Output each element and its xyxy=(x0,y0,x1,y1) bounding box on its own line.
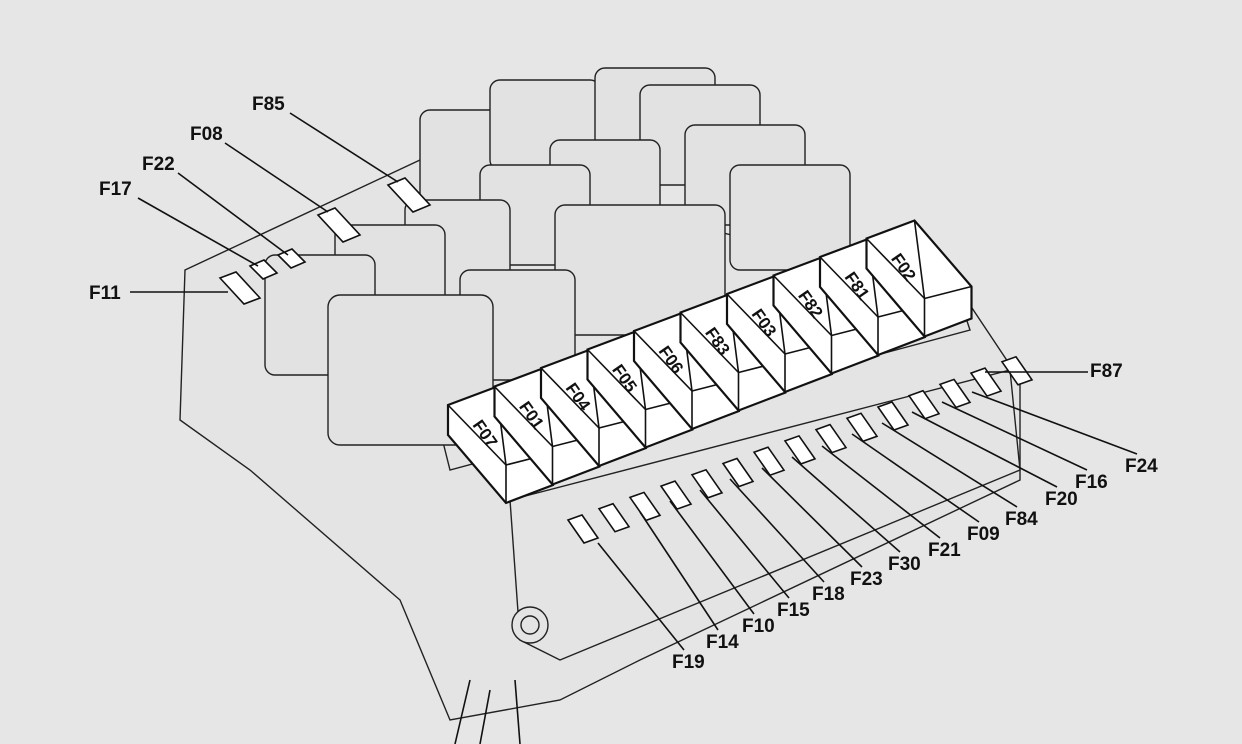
label-f17: F17 xyxy=(99,179,132,200)
small-fuse[interactable] xyxy=(1000,355,1034,386)
label-f24: F24 xyxy=(1125,456,1158,477)
small-fuse[interactable] xyxy=(876,401,910,431)
callout-F30: F30 xyxy=(791,456,921,575)
small-fuse[interactable] xyxy=(938,378,972,409)
callout-F18: F18 xyxy=(729,478,845,605)
label-f87: F87 xyxy=(1090,361,1123,382)
callout-F17: F17 xyxy=(99,179,259,267)
label-f23: F23 xyxy=(850,569,883,590)
callout-F10: F10 xyxy=(669,500,775,637)
small-fuse[interactable] xyxy=(907,389,941,420)
callout-F08: F08 xyxy=(190,124,329,213)
label-f19: F19 xyxy=(672,652,705,673)
label-f18: F18 xyxy=(812,584,845,605)
small-fuse[interactable] xyxy=(690,468,724,499)
small-fuse[interactable] xyxy=(969,367,1003,398)
label-f20: F20 xyxy=(1045,489,1078,510)
small-fuse[interactable] xyxy=(752,446,786,477)
callout-F19: F19 xyxy=(597,542,705,673)
label-f14: F14 xyxy=(706,632,739,653)
callout-F16: F16 xyxy=(941,401,1108,493)
small-fuse[interactable] xyxy=(814,423,848,454)
callout-F11: F11 xyxy=(89,283,228,304)
callout-F24: F24 xyxy=(971,391,1158,477)
label-f84: F84 xyxy=(1005,509,1038,530)
fuse-f03[interactable]: F03 xyxy=(725,274,834,394)
label-f16: F16 xyxy=(1075,472,1108,493)
callout-F23: F23 xyxy=(761,467,883,590)
callout-F21: F21 xyxy=(821,445,961,561)
small-fuse[interactable] xyxy=(659,480,693,511)
callout-F87: F87 xyxy=(985,361,1123,382)
callout-F09: F09 xyxy=(851,433,1000,545)
small-fuse[interactable] xyxy=(566,514,600,544)
label-f08: F08 xyxy=(190,124,223,145)
label-f85: F85 xyxy=(252,94,285,115)
callout-F22: F22 xyxy=(142,154,289,256)
callout-F85: F85 xyxy=(252,94,399,183)
label-f30: F30 xyxy=(888,554,921,575)
label-f21: F21 xyxy=(928,540,961,561)
label-f15: F15 xyxy=(777,600,810,621)
relays xyxy=(264,67,851,446)
label-f09: F09 xyxy=(967,524,1000,545)
callout-F15: F15 xyxy=(699,489,810,621)
small-top-fuses xyxy=(218,177,432,305)
small-fuse[interactable] xyxy=(597,502,631,533)
callout-F14: F14 xyxy=(639,511,739,653)
small-fuse-row xyxy=(566,355,1034,544)
label-f11: F11 xyxy=(89,283,121,304)
small-fuse[interactable] xyxy=(845,412,879,443)
fuse-f02[interactable]: F02 xyxy=(865,219,973,338)
small-fuse[interactable] xyxy=(721,457,755,488)
label-f10: F10 xyxy=(742,616,775,637)
callout-F84: F84 xyxy=(881,422,1038,530)
small-fuse[interactable] xyxy=(783,434,817,465)
label-f22: F22 xyxy=(142,154,175,175)
callout-F20: F20 xyxy=(911,411,1078,510)
